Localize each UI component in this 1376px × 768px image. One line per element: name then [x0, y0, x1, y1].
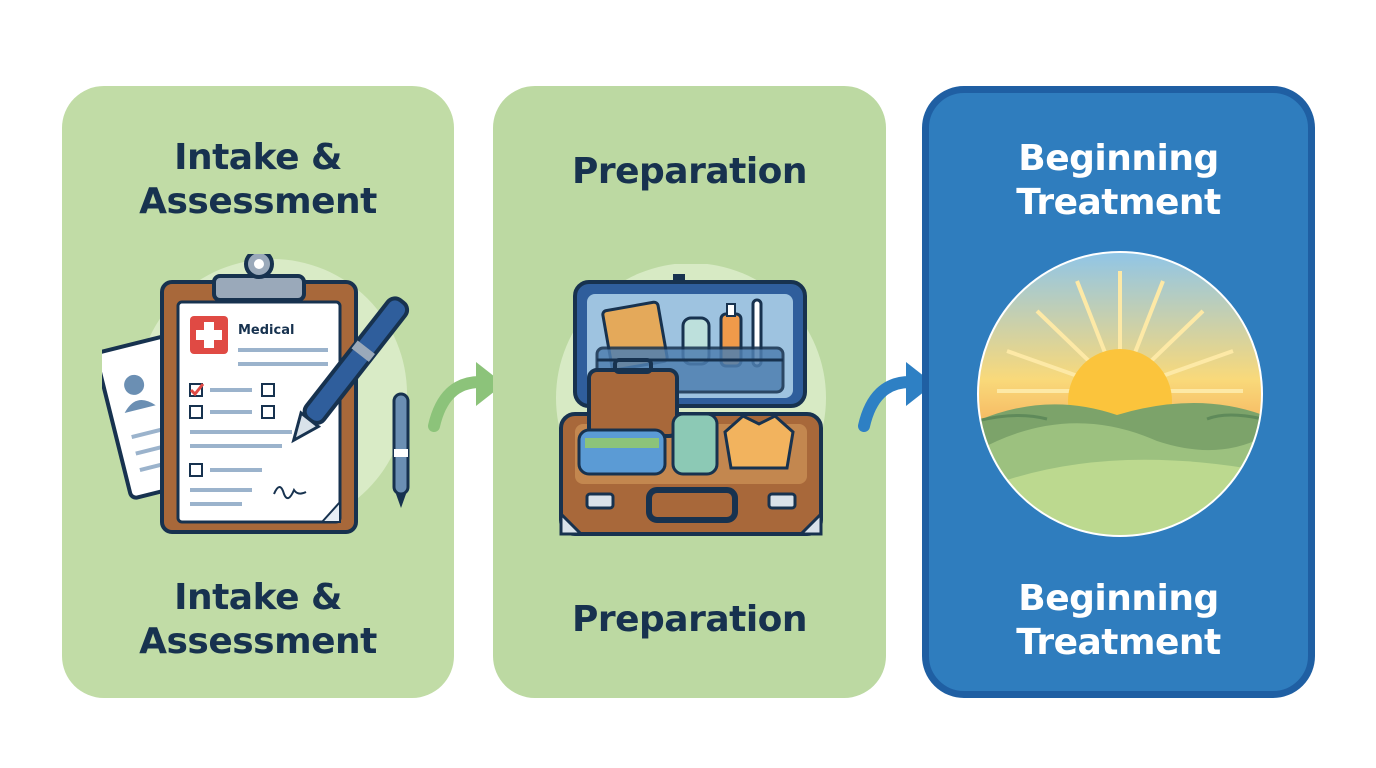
step-caption-beginning-treatment: Beginning Treatment — [1016, 578, 1221, 663]
clipboard-icon: Medical — [102, 254, 410, 534]
step-card-beginning-treatment: Beginning Treatment — [922, 86, 1315, 698]
step-card-preparation: Preparation Preparation — [493, 86, 886, 698]
blue-arrow-icon — [858, 362, 934, 432]
suitcase-icon — [556, 264, 826, 536]
step-card-intake: Intake & Assessment Medical — [62, 86, 454, 698]
medical-label: Medical — [238, 323, 294, 338]
step-title-preparation: Preparation — [571, 151, 808, 192]
green-arrow-icon — [428, 362, 504, 432]
sunrise-icon — [977, 251, 1263, 537]
step-caption-preparation: Preparation — [571, 599, 808, 640]
step-title-intake: Intake & Assessment — [139, 137, 377, 222]
step-title-beginning-treatment: Beginning Treatment — [1016, 138, 1221, 223]
step-caption-intake: Intake & Assessment — [139, 577, 377, 662]
